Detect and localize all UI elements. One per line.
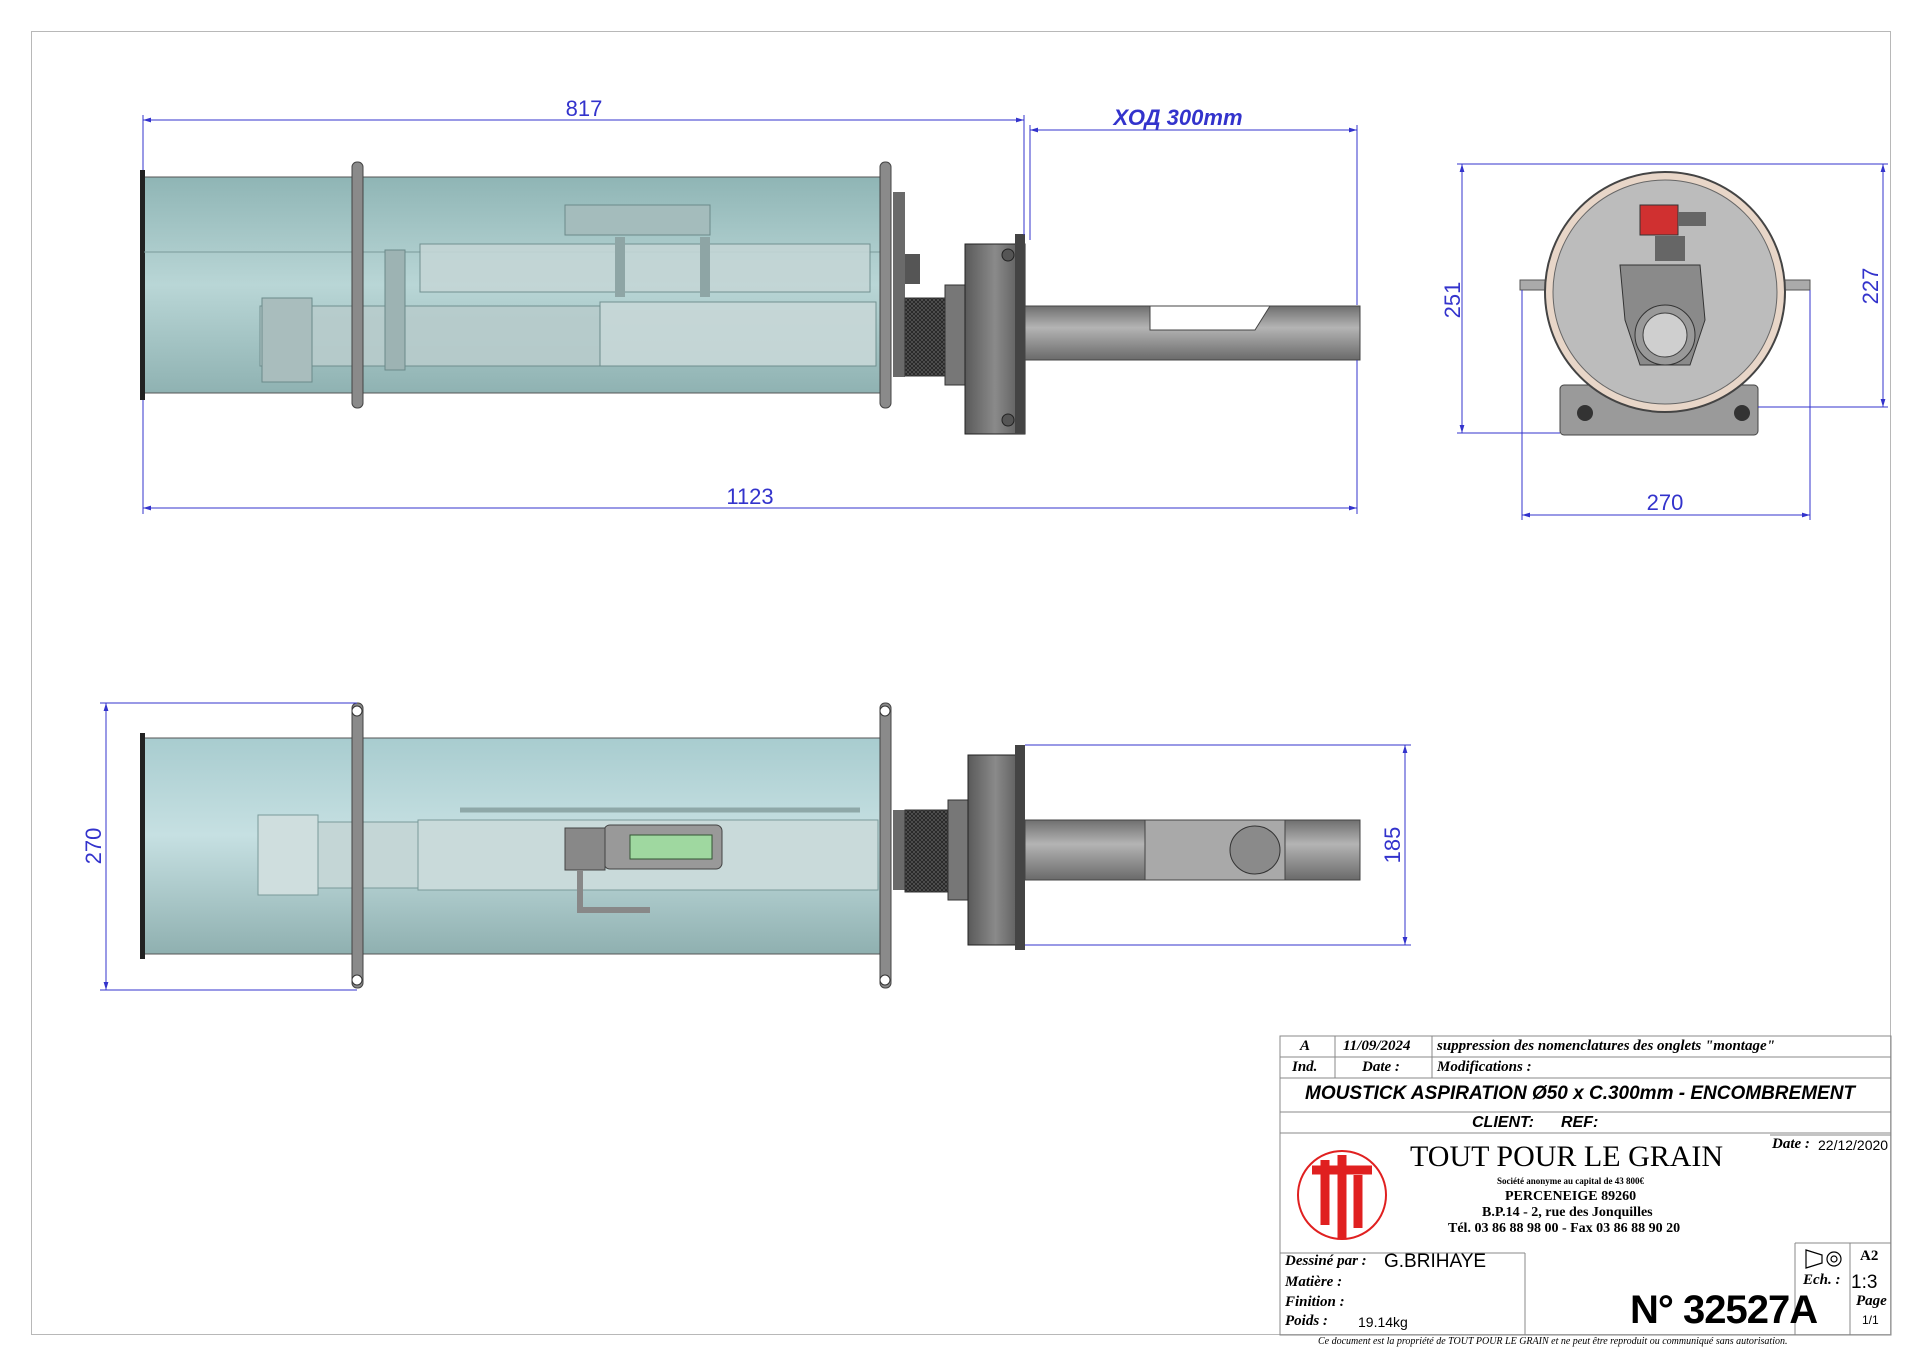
weight-value: 19.14kg [1358, 1314, 1408, 1330]
front-view [1519, 171, 1811, 436]
drawing-number: N° 32527A [1630, 1288, 1818, 1332]
dim-stroke: ХОД 300mm [1111, 105, 1242, 130]
material-label: Matière : [1285, 1274, 1343, 1290]
address-line2: B.P.14 - 2, rue des Jonquilles [1482, 1205, 1653, 1220]
page-value: 1/1 [1862, 1313, 1879, 1327]
dimension-lines-top [142, 115, 1358, 514]
dim-270-front: 270 [1647, 490, 1684, 515]
company-sub: Société anonyme au capital de 43 800€ [1497, 1176, 1644, 1186]
side-view-bottom [140, 702, 1361, 989]
date-value: 22/12/2020 [1818, 1137, 1889, 1153]
rev-header-date: Date : [1362, 1059, 1400, 1075]
dim-227: 227 [1858, 268, 1883, 305]
side-view-top [140, 161, 1361, 435]
dim-1123: 1123 [726, 484, 773, 509]
weight-label: Poids : [1285, 1313, 1328, 1329]
format: A2 [1860, 1248, 1879, 1264]
date-label: Date : [1772, 1136, 1810, 1152]
dimension-lines-front [1457, 163, 1888, 520]
client-label: CLIENT: [1472, 1114, 1534, 1131]
rev-header-modifications: Modifications : [1437, 1059, 1532, 1075]
finish-label: Finition : [1285, 1294, 1345, 1310]
drawing-frame [31, 31, 1891, 1335]
tpg-logo [1297, 1150, 1387, 1240]
rev-header-index: Ind. [1292, 1059, 1318, 1075]
scale-label: Ech. : [1803, 1272, 1841, 1288]
drawn-by-value: G.BRIHAYE [1384, 1251, 1487, 1272]
ref-label: REF: [1561, 1114, 1599, 1131]
drawn-by-label: Dessiné par : [1285, 1253, 1367, 1269]
footer-notice: Ce document est la propriété de TOUT POU… [1318, 1336, 1788, 1347]
rev-modification: suppression des nomenclatures des onglet… [1437, 1038, 1775, 1054]
title-block-grid [1279, 1035, 1892, 1336]
dim-251: 251 [1440, 282, 1465, 319]
dim-185: 185 [1380, 827, 1405, 864]
drawing-title: MOUSTICK ASPIRATION Ø50 x C.300mm - ENCO… [1305, 1083, 1856, 1104]
first-angle-projection-icon [1805, 1249, 1842, 1269]
scale-value: 1:3 [1851, 1272, 1878, 1293]
dim-817: 817 [566, 96, 603, 121]
address-line3: Tél. 03 86 88 98 00 - Fax 03 86 88 90 20 [1448, 1221, 1681, 1236]
rev-index: A [1300, 1038, 1311, 1054]
page-label: Page [1856, 1293, 1887, 1309]
dimension-lines-bottom [100, 702, 1411, 991]
company-name: TOUT POUR LE GRAIN [1410, 1140, 1724, 1173]
rev-date: 11/09/2024 [1343, 1038, 1411, 1054]
dim-270-bottom: 270 [81, 828, 106, 865]
address-line1: PERCENEIGE 89260 [1505, 1189, 1637, 1204]
